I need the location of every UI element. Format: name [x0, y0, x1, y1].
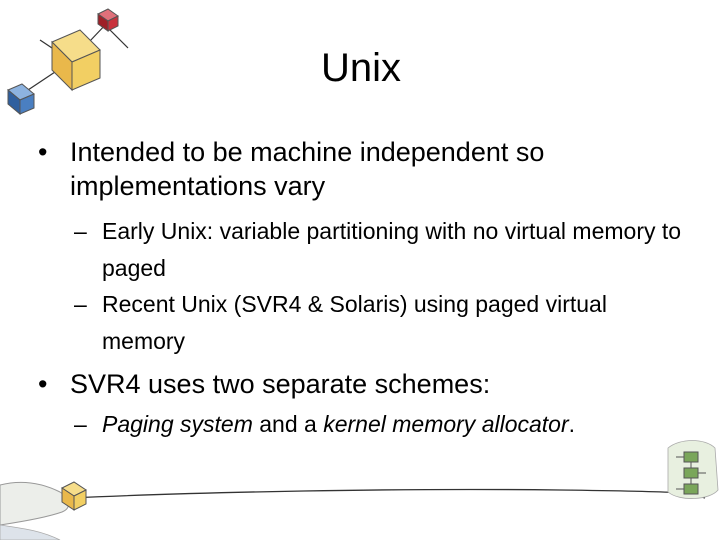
sub-bullet-text: Paging system and a kernel memory alloca… — [102, 406, 694, 443]
bullet-item: • SVR4 uses two separate schemes: — [38, 367, 678, 401]
sub-bullet-item: – Paging system and a kernel memory allo… — [74, 406, 694, 443]
plain-text: . — [568, 411, 576, 437]
sub-bullet-item: – Recent Unix (SVR4 & Solaris) using pag… — [74, 286, 694, 360]
bullet-text: Intended to be machine independent so im… — [70, 137, 545, 201]
bullet-text: SVR4 uses two separate schemes: — [70, 369, 491, 399]
yellow-cube-icon — [51, 29, 101, 92]
bullet-marker: • — [38, 369, 48, 399]
bullet-marker: • — [38, 137, 48, 167]
emphasis-text: kernel memory allocator — [323, 411, 569, 437]
emphasis-text: Paging system — [102, 411, 253, 437]
sub-bullet-marker: – — [74, 218, 87, 244]
slide-title-text: Unix — [320, 46, 402, 90]
sub-bullet-item: – Early Unix: variable partitioning with… — [74, 213, 694, 287]
blue-cube-icon — [7, 83, 35, 116]
plain-text: and a — [252, 411, 324, 437]
hand-illustration — [0, 481, 87, 540]
divider-line — [69, 488, 706, 499]
slide-title: Unix — [0, 44, 720, 92]
sub-bullet-marker: – — [74, 291, 87, 317]
sub-bullet-marker: – — [74, 411, 87, 437]
red-cube-icon — [97, 8, 119, 32]
sub-bullet-text: Early Unix: variable partitioning with n… — [102, 218, 682, 281]
bullet-item: • Intended to be machine independent so … — [38, 135, 678, 203]
bottom-decoration — [0, 440, 719, 540]
flowchart-illustration — [667, 440, 719, 499]
sub-bullet-text: Recent Unix (SVR4 & Solaris) using paged… — [102, 291, 607, 354]
network-cubes-illustration — [7, 8, 129, 116]
